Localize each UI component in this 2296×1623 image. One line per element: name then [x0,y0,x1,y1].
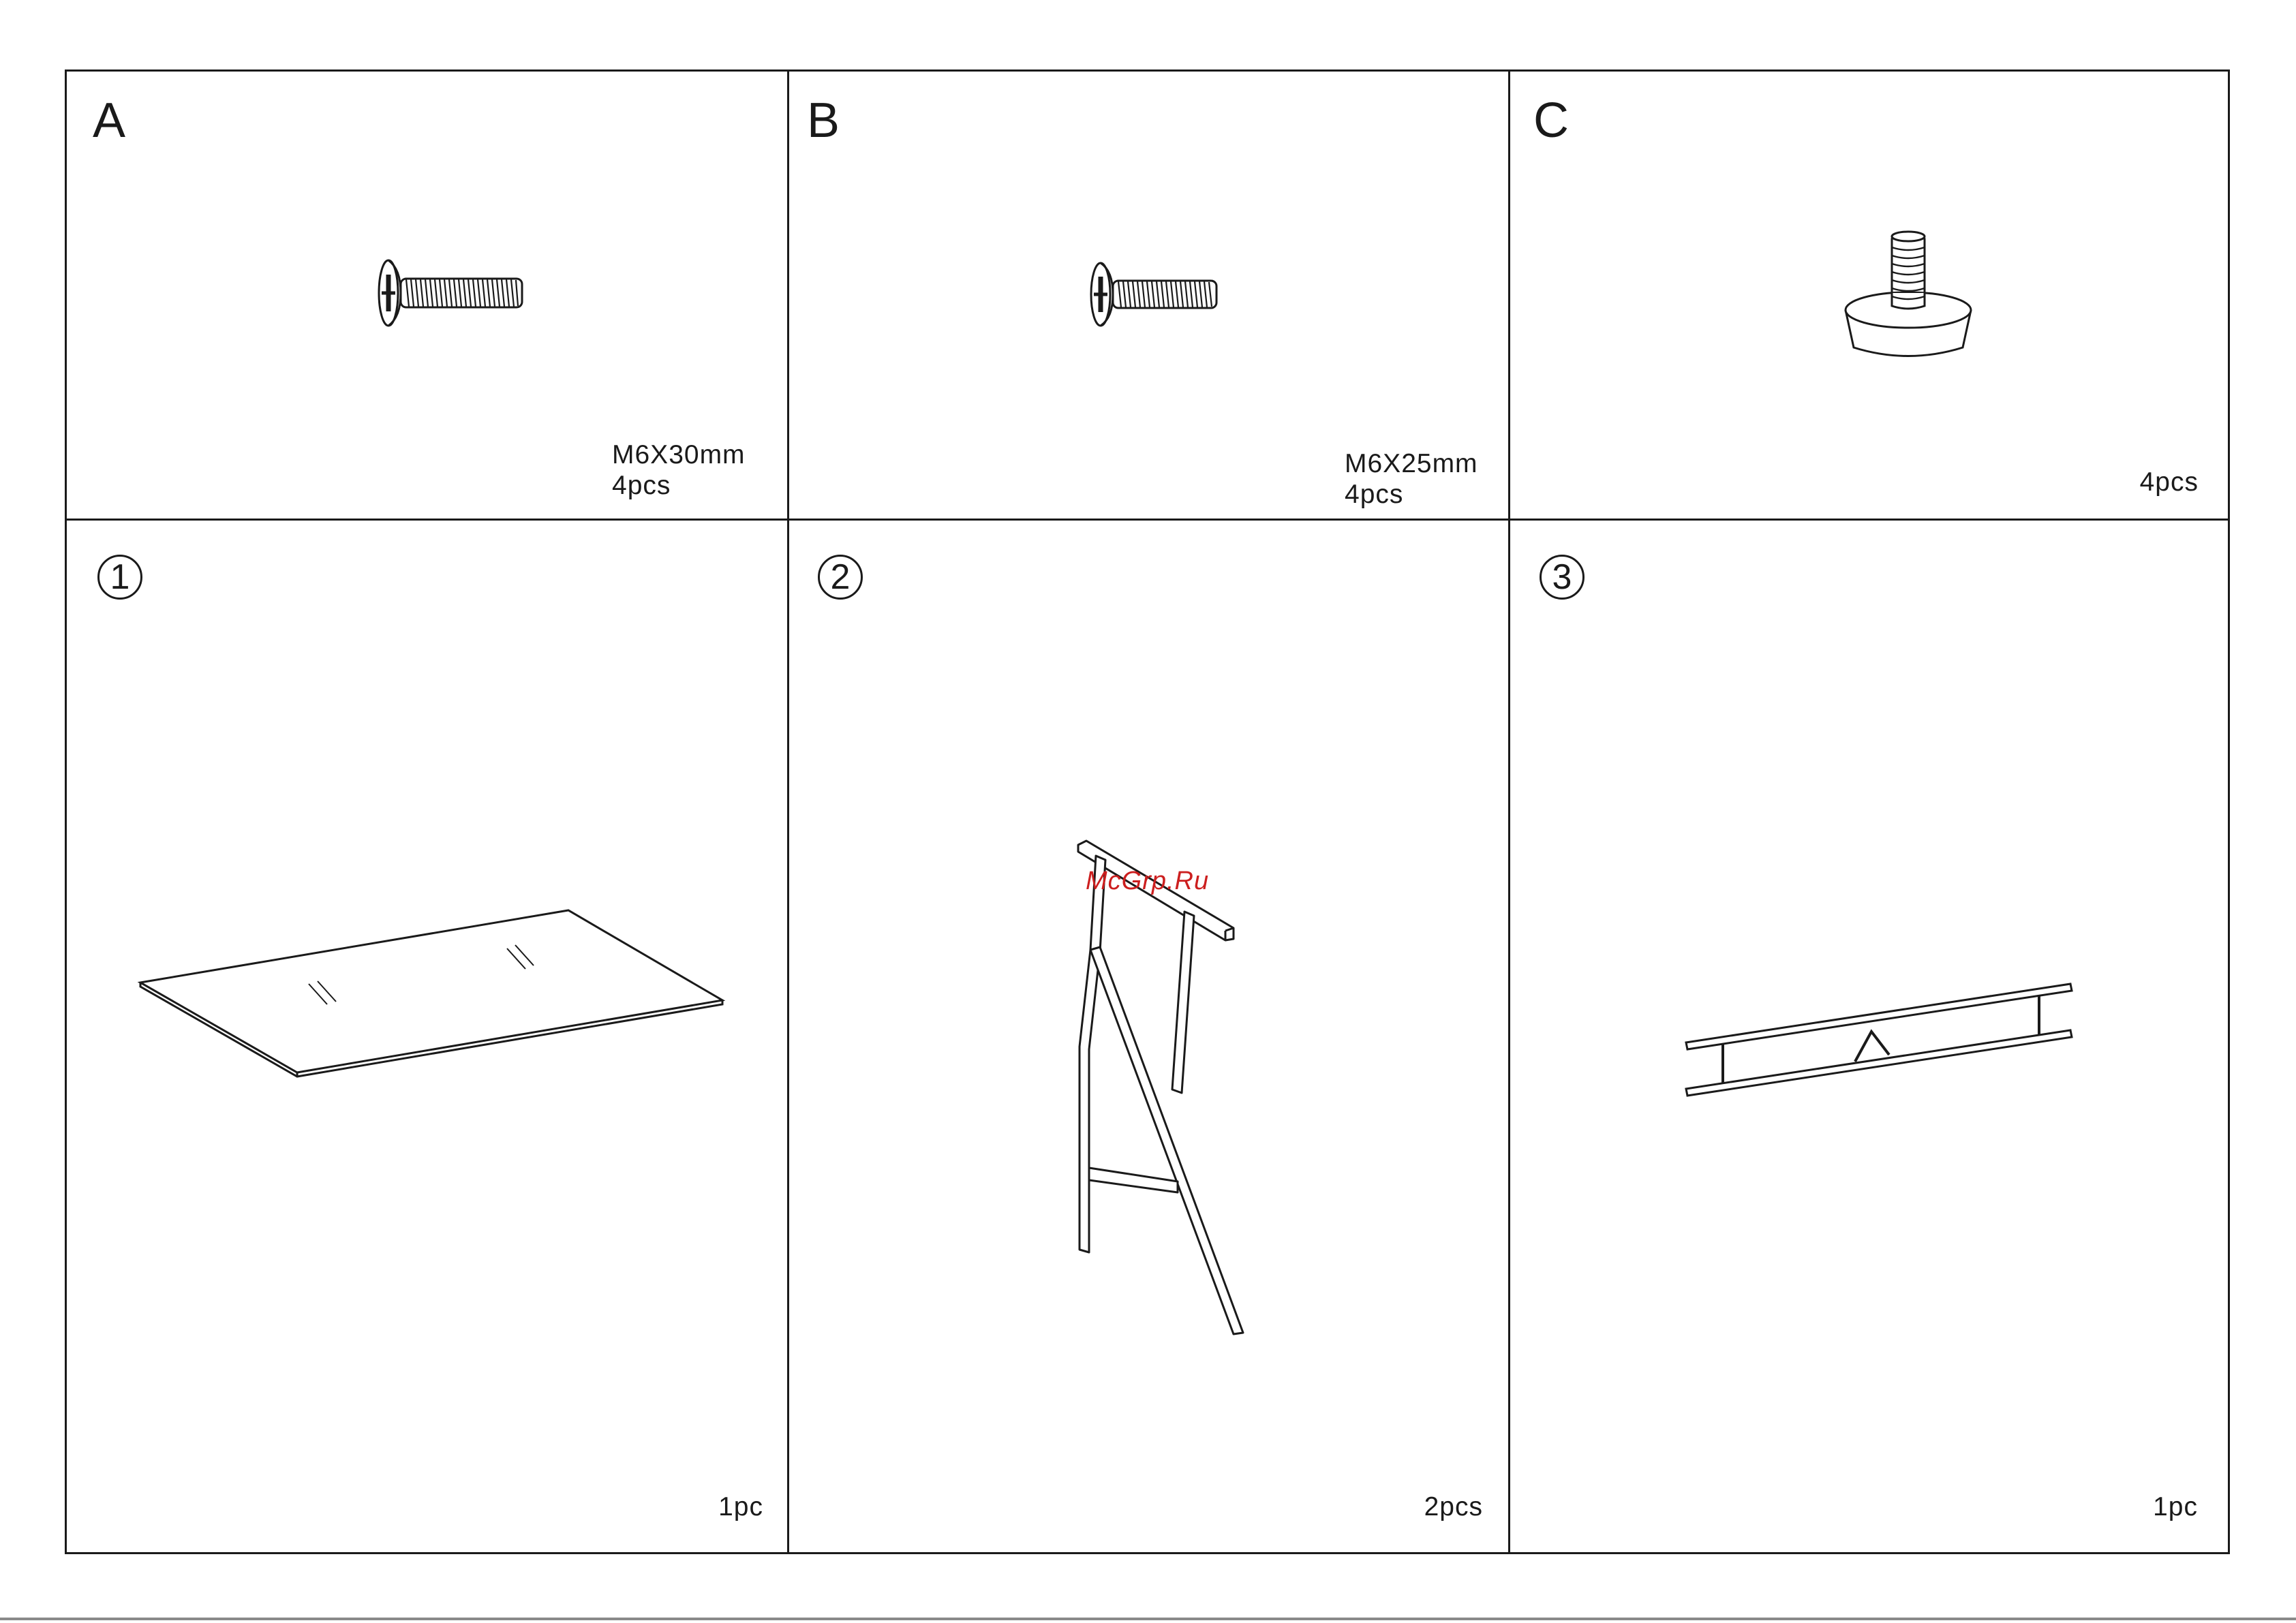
hardware-size: M6X25mm [1345,448,1478,479]
part-qty: 1pc [718,1491,763,1522]
hardware-size: M6X30mm [612,439,746,470]
hardware-cell-b: B M6X25mm 4pcs [789,72,1508,519]
cross-brace-icon [1681,984,2090,1107]
glass-top-icon [135,902,735,1093]
part-cell-1: 1 1pc [67,521,787,1554]
parts-list-grid: A M6X30mm 4pcs [65,69,2230,1554]
leveling-foot-icon [1837,228,1974,365]
hardware-letter: A [93,96,125,145]
part-number-badge: 3 [1540,555,1585,600]
hardware-letter: C [1533,96,1569,145]
part-qty: 1pc [2153,1491,2198,1522]
hardware-qty: 4pcs [612,470,671,501]
part-cell-3: 3 1pc [1510,521,2230,1554]
part-number-badge: 1 [97,555,142,600]
hardware-cell-a: A M6X30mm 4pcs [67,72,787,519]
bolt-short-icon [1086,259,1222,330]
part-qty: 2pcs [1424,1491,1483,1522]
part-number-badge: 2 [818,555,863,600]
part-cell-2: 2 McGrp.Ru 2pcs [789,521,1508,1554]
page-bottom-rule [0,1618,2296,1620]
hardware-qty: 4pcs [2140,467,2199,497]
hardware-cell-c: C 4pcs [1510,72,2230,519]
hardware-qty: 4pcs [1345,479,1403,510]
watermark: McGrp.Ru [1086,867,1209,896]
hardware-letter: B [807,96,840,145]
bolt-long-icon [373,256,530,330]
